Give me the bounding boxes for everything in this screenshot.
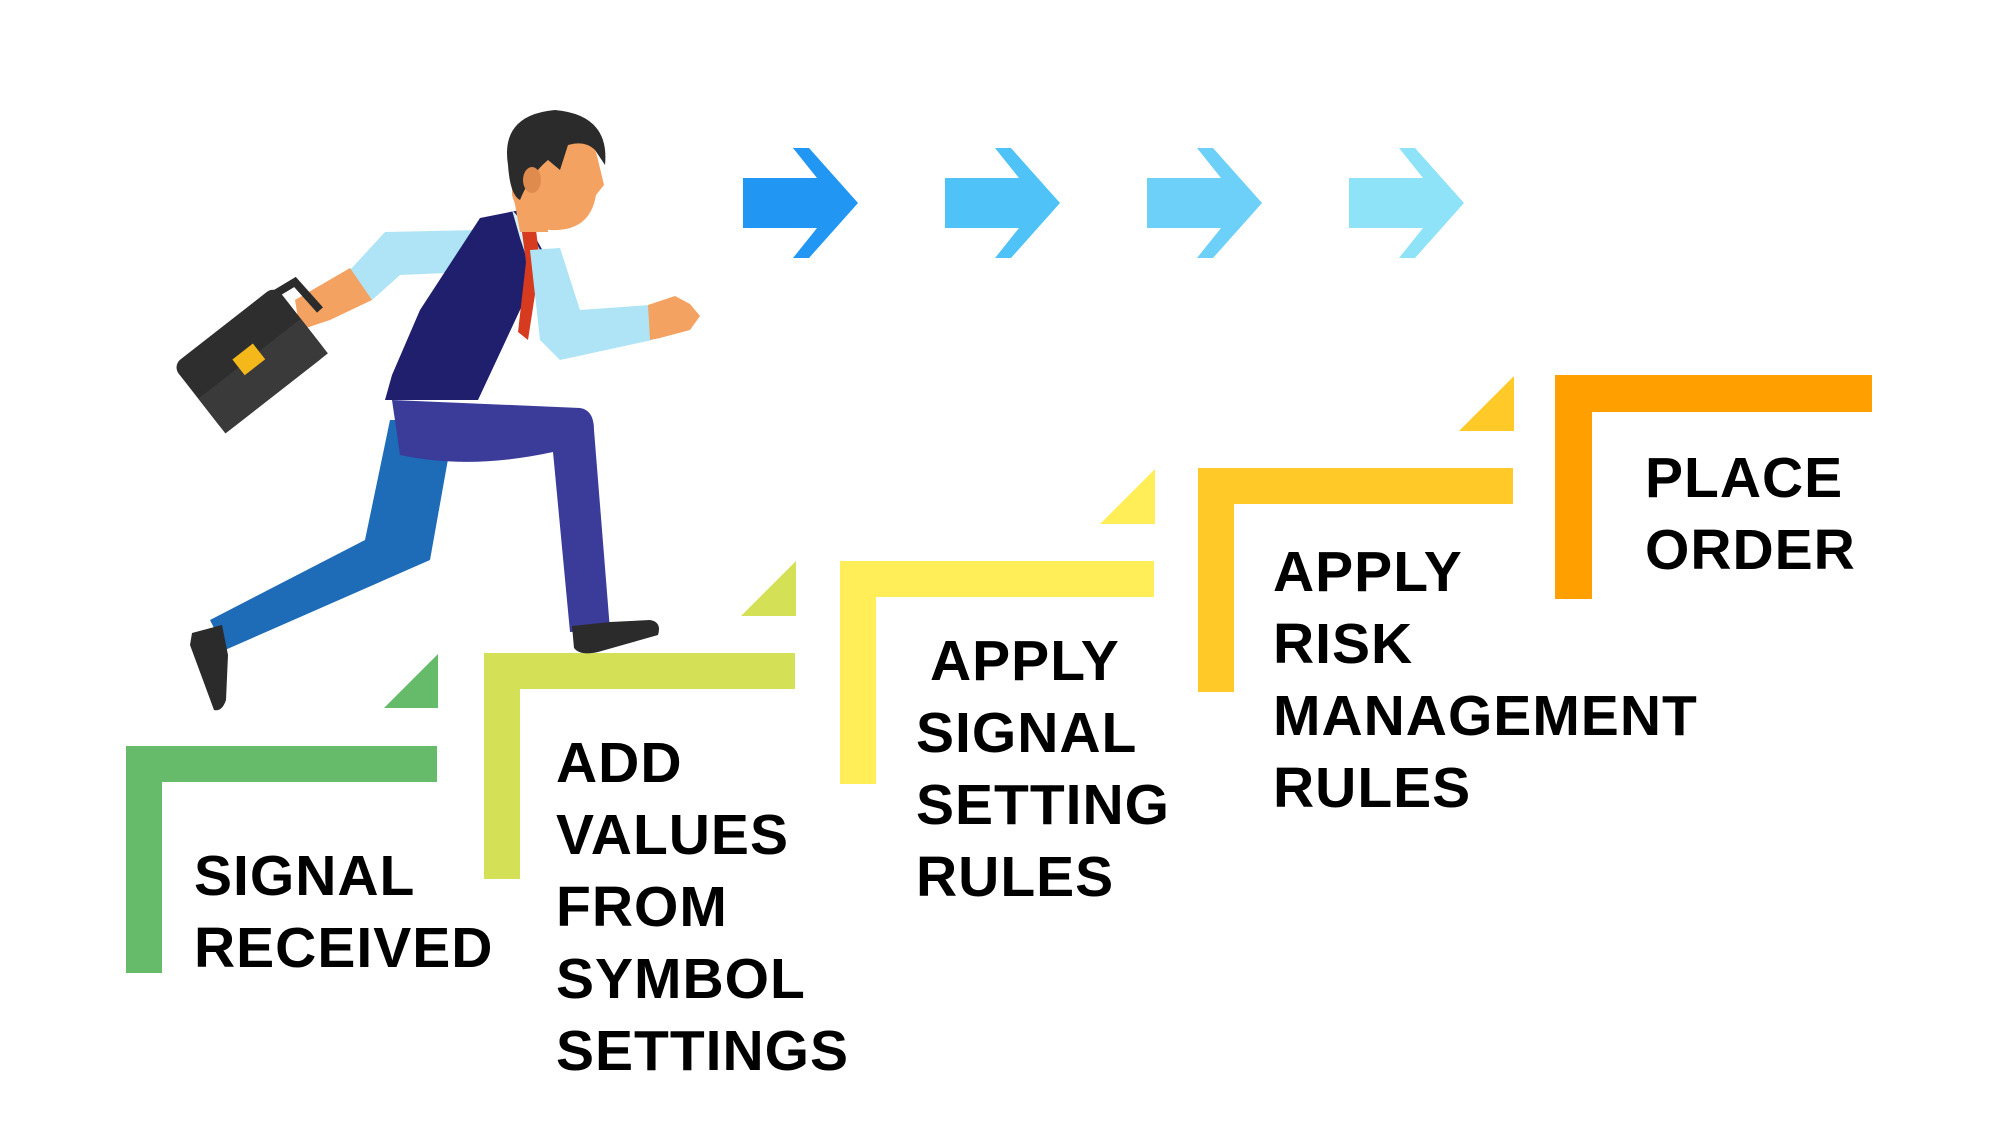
step-4-line: APPLY — [1273, 540, 1463, 604]
front-shoe — [572, 620, 659, 654]
step-4-corner-triangle — [1459, 376, 1514, 431]
step-1-bracket — [126, 654, 438, 973]
step-4-bracket-shape — [1198, 468, 1513, 692]
step-4-line: RULES — [1273, 756, 1472, 820]
step-4-label: APPLY RISK MANAGEMENT RULES — [1273, 536, 1698, 824]
step-5-line: PLACE — [1645, 446, 1844, 510]
briefcase — [176, 289, 328, 434]
right-arrow-icon — [945, 148, 1060, 258]
arrow-1 — [743, 148, 858, 258]
step-2-bracket — [484, 561, 796, 879]
back-arm-sleeve — [350, 230, 480, 300]
arrow-2 — [945, 148, 1060, 258]
vest — [385, 210, 548, 400]
step-3-line: SETTING — [916, 773, 1171, 837]
right-arrow-icon — [1349, 148, 1464, 258]
step-3-line: APPLY — [930, 629, 1120, 693]
step-1-line: SIGNAL — [194, 844, 416, 908]
step-4-line: RISK — [1273, 612, 1414, 676]
step-5-line: ORDER — [1645, 518, 1856, 582]
step-5-label: PLACE ORDER — [1645, 442, 1856, 586]
step-1-label: SIGNAL RECEIVED — [194, 840, 493, 984]
ear — [523, 167, 541, 193]
briefcase-lock — [232, 343, 266, 376]
arrow-3 — [1147, 148, 1262, 258]
step-1-bracket-shape — [126, 746, 437, 973]
step-4-line: MANAGEMENT — [1273, 684, 1698, 748]
step-3-line: RULES — [916, 845, 1115, 909]
front-arm-sleeve — [530, 248, 652, 360]
step-2-line: ADD — [556, 731, 683, 795]
step-2-line: SETTINGS — [556, 1019, 850, 1083]
step-3-bracket — [840, 469, 1155, 784]
step-2-line: SYMBOL — [556, 947, 806, 1011]
back-hand — [295, 268, 372, 330]
step-3-corner-triangle — [1100, 469, 1155, 524]
step-5-bracket — [1555, 375, 1872, 599]
front-hand — [648, 296, 700, 340]
right-arrow-icon — [743, 148, 858, 258]
arrow-4 — [1349, 148, 1464, 258]
step-2-bracket-shape — [484, 653, 795, 879]
briefcase-shade — [198, 318, 328, 434]
step-1-line: RECEIVED — [194, 916, 494, 980]
step-1-corner-triangle — [384, 654, 438, 708]
businessman-running-with-briefcase-icon — [176, 110, 700, 711]
step-3-bracket-shape — [840, 561, 1154, 784]
step-2-label: ADD VALUES FROM SYMBOL SETTINGS — [556, 727, 849, 1087]
front-leg — [392, 400, 610, 632]
step-3-label: APPLY SIGNAL SETTING RULES — [916, 625, 1170, 913]
step-2-corner-triangle — [741, 561, 796, 616]
back-leg — [210, 420, 455, 650]
right-arrow-icon — [1147, 148, 1262, 258]
step-4-bracket — [1198, 376, 1514, 692]
step-2-line: FROM — [556, 875, 728, 939]
back-shoe — [190, 625, 228, 711]
step-2-line: VALUES — [556, 803, 789, 867]
step-5-bracket-shape — [1555, 375, 1872, 599]
step-3-line: SIGNAL — [916, 701, 1138, 765]
